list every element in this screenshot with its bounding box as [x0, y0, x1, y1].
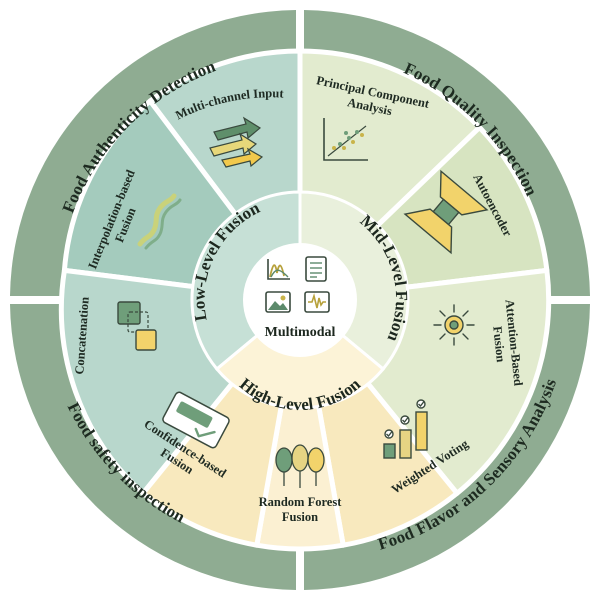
- spectrum-chart-icon: [267, 259, 290, 280]
- label-random-forest: Random Forest Fusion: [259, 495, 343, 524]
- overlapping-squares-icon: [117, 301, 157, 351]
- image-icon: [265, 291, 291, 313]
- label-attention-line2: Fusion: [490, 325, 508, 362]
- arrows-icon: [209, 116, 264, 168]
- confidence-card-icon: [162, 391, 230, 449]
- trees-icon: [275, 444, 325, 488]
- label-concatenation: Concatenation: [72, 296, 91, 375]
- scatter-plot-icon: [323, 118, 368, 161]
- label-random-forest-line1: Random Forest: [259, 495, 343, 509]
- ring-low-level: [190, 190, 302, 372]
- document-icon: [305, 256, 327, 282]
- wave-lines-icon: [137, 193, 182, 250]
- label-multimodal: Multimodal: [265, 325, 336, 340]
- sun-attention-icon: [433, 304, 475, 346]
- voting-bars-icon: [383, 399, 428, 459]
- waveform-icon: [304, 291, 330, 313]
- label-random-forest-line2: Fusion: [282, 510, 318, 524]
- autoencoder-icon: [403, 169, 489, 255]
- ring-mid-level: [298, 190, 410, 372]
